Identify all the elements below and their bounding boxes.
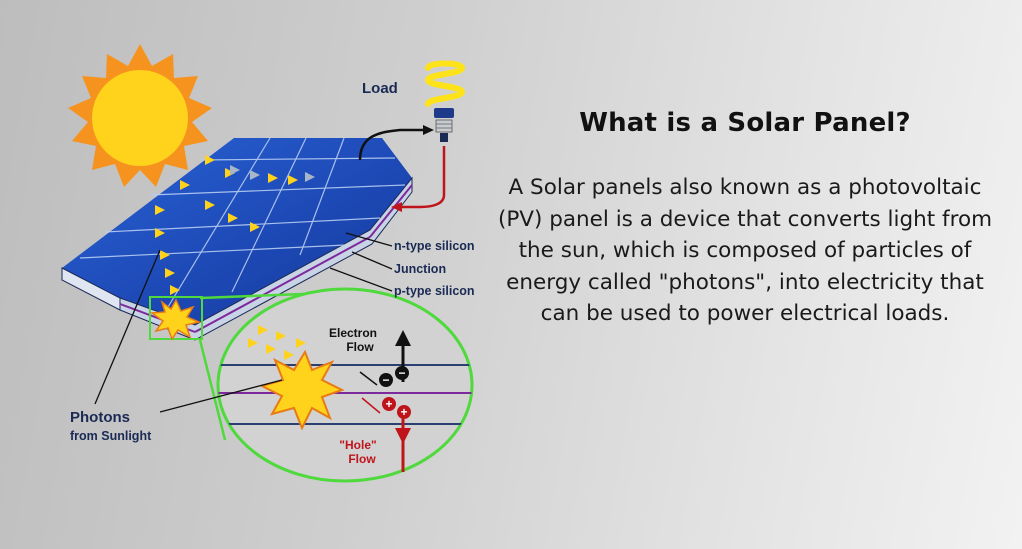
junction-label: Junction	[394, 262, 446, 276]
hole-symbol: +	[385, 397, 392, 411]
callout-photon-arrows	[248, 325, 306, 360]
from-sunlight-label: from Sunlight	[70, 429, 152, 443]
electron-icon	[379, 373, 393, 387]
circuit-wires	[358, 125, 446, 212]
panel-surface	[62, 138, 412, 325]
hole-symbol: +	[400, 405, 407, 419]
panel-burst-icon	[149, 296, 203, 341]
description-paragraph: A Solar panels also known as a photovolt…	[497, 175, 993, 326]
sun-icon	[68, 44, 212, 187]
p-type-silicon-label: p-type silicon	[394, 284, 475, 298]
photons-label: Photons	[70, 409, 130, 426]
large-burst-icon	[259, 349, 345, 431]
load-bulb-icon	[424, 60, 466, 142]
callout-magnified-view: − − + + Electron Flow "Hole" Flow	[216, 287, 474, 483]
electron-symbol: −	[382, 373, 389, 387]
hole-flow-label-line1: "Hole"	[339, 438, 376, 452]
electron-symbol: −	[398, 366, 405, 380]
electron-flow-label-line1: Electron	[329, 326, 377, 340]
electron-flow-label-line2: Flow	[346, 340, 374, 354]
photons-pointers	[94, 249, 283, 413]
solar-panel	[61, 137, 413, 341]
text-panel: What is a Solar Panel? A Solar panels al…	[495, 108, 995, 330]
n-type-silicon-label: n-type silicon	[394, 239, 475, 253]
hole-icon	[382, 397, 396, 411]
panel-side-edge	[119, 176, 413, 341]
panel-grid	[79, 137, 406, 313]
solar-panel-diagram: − − + + Electron Flow "Hole" Flow Load n…	[61, 44, 475, 483]
layer-label-pointers	[329, 232, 393, 292]
photon-arrows	[155, 155, 315, 295]
page-title: What is a Solar Panel?	[579, 108, 911, 138]
hole-flow-label-line2: Flow	[348, 452, 376, 466]
load-label: Load	[362, 80, 398, 97]
